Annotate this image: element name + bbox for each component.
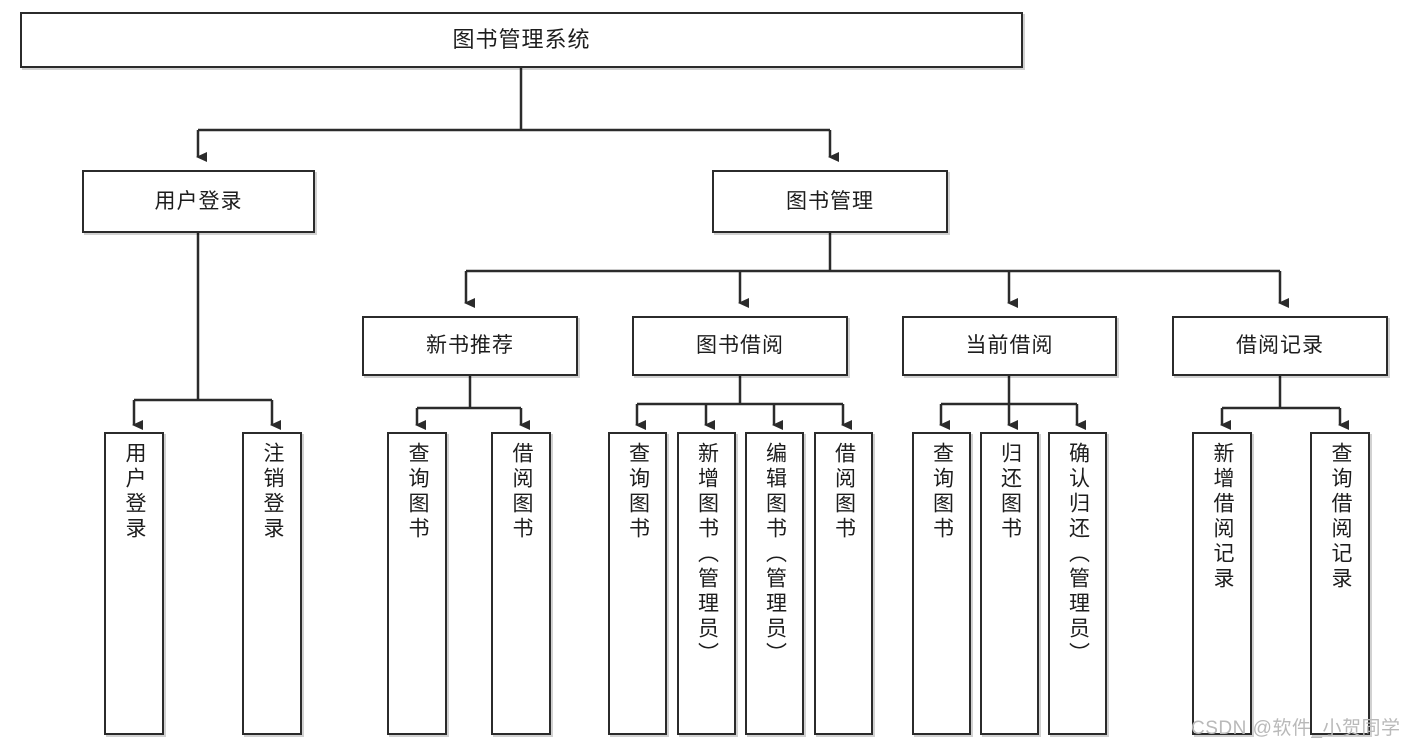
node-label: 图书管理系统: [452, 26, 591, 52]
node-label: 用户登录: [154, 189, 243, 213]
leaf-node-record-query-borrow-record[interactable]: 查询借阅记录: [1310, 432, 1370, 735]
node-label: 注销登录: [261, 442, 285, 542]
leaf-node-borrow-borrow-book[interactable]: 借阅图书: [814, 432, 873, 735]
node-label: 当前借阅: [965, 334, 1054, 358]
leaf-node-borrow-query-book[interactable]: 查询图书: [608, 432, 667, 735]
leaf-node-record-add-borrow-record[interactable]: 新增借阅记录: [1192, 432, 1252, 735]
node-book-management[interactable]: 图书管理: [712, 170, 948, 233]
node-user-login[interactable]: 用户登录: [82, 170, 315, 233]
node-label: 查询借阅记录: [1329, 442, 1353, 592]
leaf-node-current-query-book[interactable]: 查询图书: [912, 432, 971, 735]
leaf-node-recommend-query-book[interactable]: 查询图书: [387, 432, 447, 735]
node-current-borrowing[interactable]: 当前借阅: [902, 316, 1117, 376]
node-borrow-records[interactable]: 借阅记录: [1172, 316, 1388, 376]
node-label: 查询图书: [626, 442, 650, 542]
leaf-node-current-confirm-return-admin[interactable]: 确认归还（管理员）: [1048, 432, 1107, 735]
node-label: 新增图书（管理员）: [695, 442, 719, 667]
node-new-book-recommendation[interactable]: 新书推荐: [362, 316, 578, 376]
node-label: 归还图书: [998, 442, 1022, 542]
node-root-book-management-system[interactable]: 图书管理系统: [20, 12, 1023, 68]
node-label: 借阅图书: [832, 442, 856, 542]
leaf-node-recommend-borrow-book[interactable]: 借阅图书: [491, 432, 551, 735]
node-label: 图书借阅: [696, 334, 784, 358]
node-label: 查询图书: [930, 442, 954, 542]
node-label: 新书推荐: [426, 334, 514, 358]
node-label: 编辑图书（管理员）: [763, 442, 787, 667]
leaf-node-user-login[interactable]: 用户登录: [104, 432, 164, 735]
leaf-node-borrow-edit-book-admin[interactable]: 编辑图书（管理员）: [745, 432, 804, 735]
node-label: 新增借阅记录: [1211, 442, 1235, 592]
node-label: 确认归还（管理员）: [1066, 442, 1090, 667]
leaf-node-borrow-add-book-admin[interactable]: 新增图书（管理员）: [677, 432, 736, 735]
leaf-node-current-return-book[interactable]: 归还图书: [980, 432, 1039, 735]
node-label: 借阅图书: [510, 442, 534, 542]
leaf-node-user-logout[interactable]: 注销登录: [242, 432, 302, 735]
node-label: 用户登录: [123, 442, 147, 542]
node-label: 借阅记录: [1236, 334, 1324, 358]
node-label: 查询图书: [406, 442, 430, 542]
node-label: 图书管理: [786, 189, 874, 213]
node-book-borrowing[interactable]: 图书借阅: [632, 316, 848, 376]
